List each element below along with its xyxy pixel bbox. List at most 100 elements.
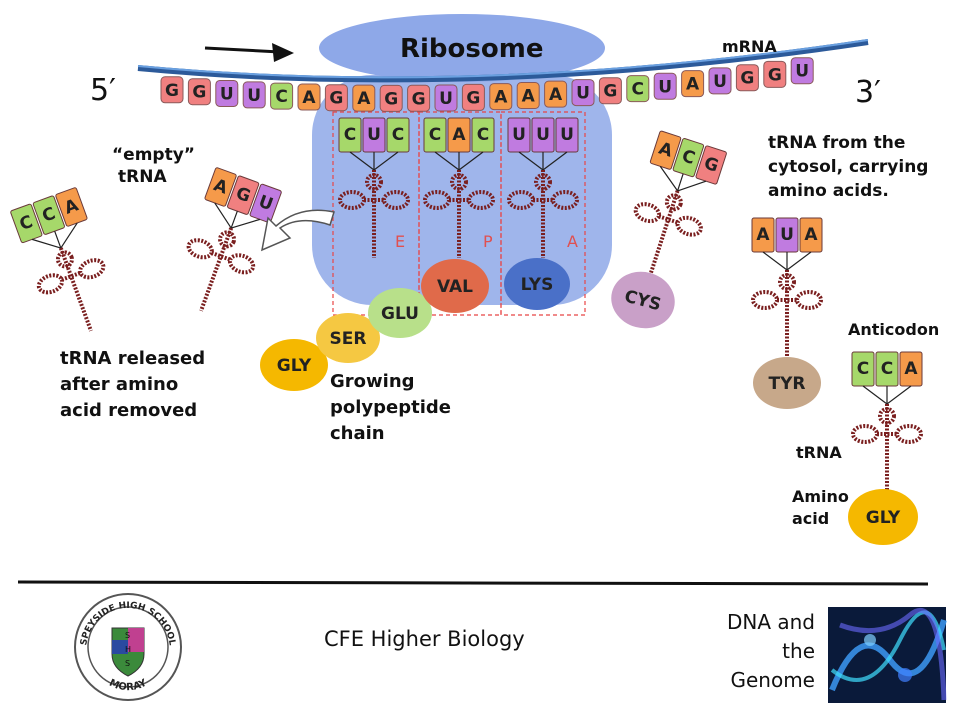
a-site-label: A [567, 232, 578, 251]
amino-acid-label: VAL [437, 277, 473, 297]
anticodon-base: U [560, 125, 574, 145]
mrna-nucleotide: A [489, 83, 513, 111]
amino-acid-label: LYS [521, 275, 554, 295]
mrna-nucleotide: U [215, 79, 239, 107]
amino-acid: VAL [421, 259, 489, 313]
logo-bottom-text: MORAY [107, 677, 149, 693]
anticodon-base: U [536, 125, 550, 145]
anticodon-base: C [429, 125, 441, 145]
amino-acid-label: GLY [277, 356, 312, 376]
mrna-nucleotide: G [187, 78, 211, 106]
cytosol-label-line2: cytosol, carrying [768, 157, 928, 177]
mrna-strand-highlight [137, 39, 869, 79]
mrna-nucleotide: G [461, 83, 485, 111]
p-site-label: P [483, 232, 493, 251]
logo-letter-s2: S [125, 659, 130, 668]
mrna-base-label: A [302, 88, 316, 108]
growing-label-line1: Growing [330, 371, 415, 392]
topic-line2: the [782, 639, 815, 663]
anticodon-base: C [477, 125, 489, 145]
mrna-base-label: G [329, 89, 343, 109]
released-label-line3: acid removed [60, 400, 197, 421]
mrna-nucleotide: C [270, 82, 294, 110]
cytosol-label-line3: amino acids. [768, 181, 889, 201]
mrna-base-label: G [412, 89, 426, 109]
anticodon-base: C [857, 359, 869, 379]
anticodon-base: A [452, 125, 466, 145]
mrna-base-label: A [549, 85, 563, 105]
mrna-label: mRNA [722, 37, 777, 56]
amino-label-line2: acid [792, 509, 829, 528]
mrna-base-label: A [494, 88, 508, 108]
mrna-base-label: U [658, 77, 672, 97]
footer-divider [17, 580, 929, 586]
anticodon-base: C [344, 125, 356, 145]
empty-label-line1: “empty” [112, 145, 195, 165]
anticodon-base: U [512, 125, 526, 145]
trna-label: tRNA [796, 443, 842, 462]
mrna-nucleotide: A [681, 70, 705, 98]
mrna-strand [137, 39, 869, 83]
anticodon-base: C [679, 146, 697, 169]
anticodon-base: C [881, 359, 893, 379]
mrna-nucleotide: G [407, 84, 431, 112]
ribosome-label: Ribosome [400, 34, 543, 64]
mrna-nucleotide: A [352, 84, 376, 112]
amino-acid: CYS [611, 271, 675, 329]
mrna-nucleotide: A [516, 81, 540, 109]
mrna-nucleotide: G [379, 84, 403, 112]
amino-acid-label: GLU [381, 304, 419, 324]
mrna-base-label: A [357, 89, 371, 109]
anticodon-base: A [756, 225, 770, 245]
released-label-line1: tRNA released [60, 348, 205, 369]
mrna-base-label: A [686, 75, 700, 95]
mrna-nucleotide: A [297, 83, 321, 111]
mrna-base-label: G [768, 65, 782, 85]
mrna-base-label: A [522, 86, 536, 106]
mrna-base-label: C [632, 80, 644, 100]
cytosol-label-line1: tRNA from the [768, 133, 905, 153]
mrna-nucleotide: U [434, 84, 458, 112]
mrna-base-label: C [275, 87, 287, 107]
amino-acid: GLU [368, 288, 432, 338]
logo-letter-s1: S [125, 631, 130, 640]
exit-arrow-icon [261, 209, 335, 252]
mrna-base-label: U [713, 72, 727, 92]
amino-label-line1: Amino [792, 487, 849, 506]
anticodon-base: A [904, 359, 918, 379]
a-site-box [500, 111, 586, 316]
mrna-nucleotide: U [242, 81, 266, 109]
mrna-base-label: G [165, 81, 179, 101]
mrna-nucleotide: G [160, 76, 184, 104]
amino-acid: GLY [848, 489, 918, 545]
course-title: CFE Higher Biology [324, 627, 525, 651]
e-site-label: E [395, 232, 405, 251]
growing-label-line2: polypeptide [330, 397, 451, 418]
anticodon-base: U [367, 125, 381, 145]
topic-line3: Genome [730, 668, 815, 692]
svg-text:MORAY: MORAY [107, 677, 149, 693]
anticodon-base: G [701, 153, 720, 176]
mrna-nucleotide: U [571, 79, 595, 107]
amino-acid-label: GLY [866, 508, 901, 528]
mrna-nucleotide: G [763, 60, 787, 88]
mrna-base-label: U [795, 62, 809, 82]
mrna-nucleotide: G [324, 84, 348, 112]
anticodon-base: U [780, 225, 794, 245]
mrna-base-label: U [576, 84, 590, 104]
mrna-nucleotide: U [708, 67, 732, 95]
empty-label-line2: tRNA [118, 167, 167, 187]
five-prime-label: 5′ [90, 73, 116, 108]
mrna-base-label: U [220, 84, 234, 104]
amino-acid: LYS [504, 258, 570, 310]
ribosome-small-subunit [319, 14, 605, 82]
